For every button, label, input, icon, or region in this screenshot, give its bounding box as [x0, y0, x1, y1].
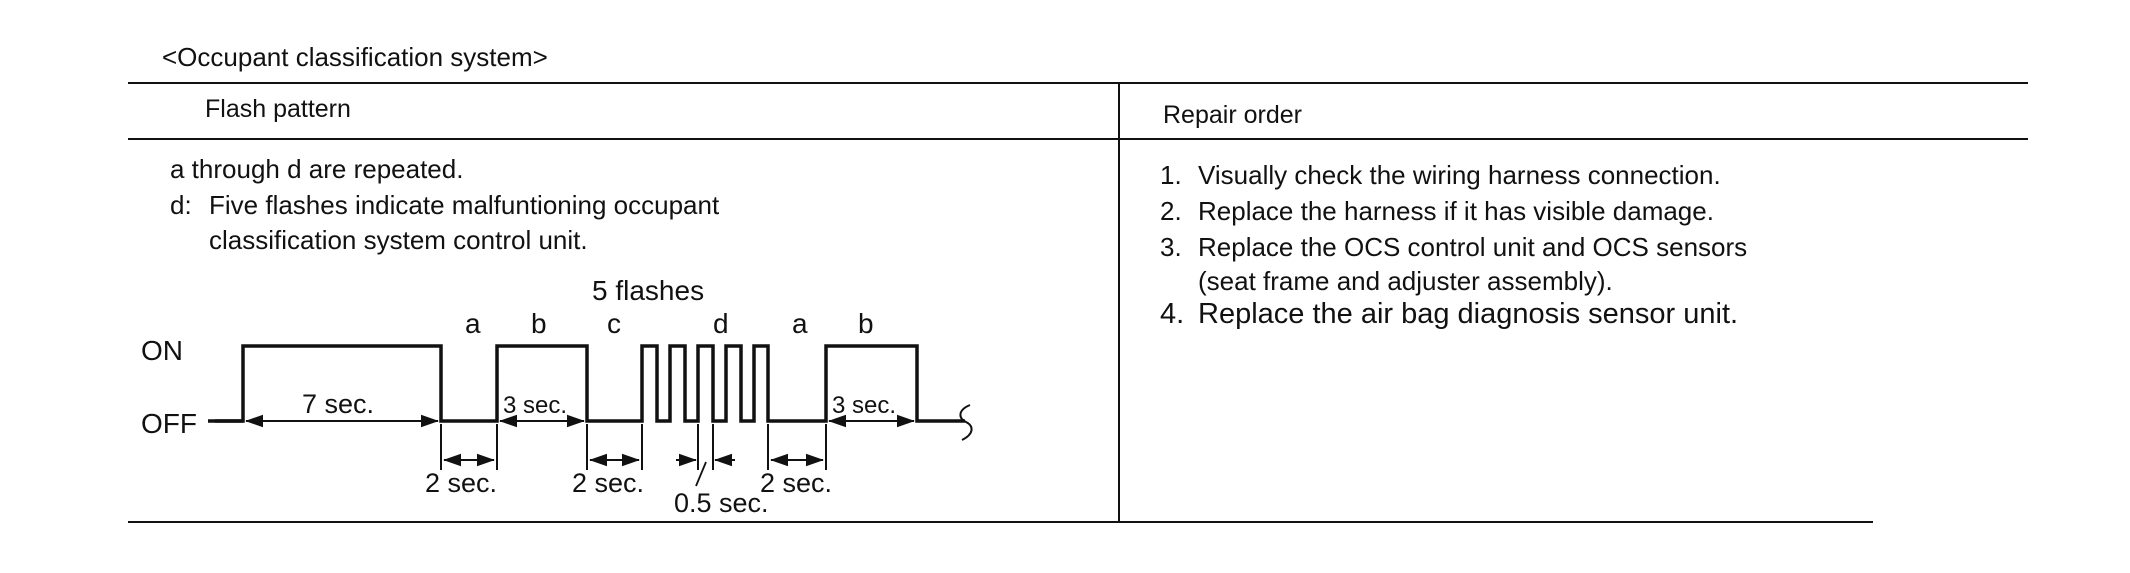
segment-a-label-1: a: [465, 308, 481, 339]
d-note-prefix: d:: [170, 190, 192, 220]
five-flashes-label: 5 flashes: [592, 275, 704, 306]
time-2sec-label-3: 2 sec.: [760, 468, 832, 498]
on-label: ON: [141, 335, 183, 366]
repeat-note: a through d are repeated.: [170, 154, 464, 184]
time-7sec-label: 7 sec.: [302, 389, 374, 419]
repair-step-4-text: Replace the air bag diagnosis sensor uni…: [1198, 298, 1739, 330]
repair-step-1-text: Visually check the wiring harness connec…: [1198, 160, 1721, 190]
time-3sec-label-1: 3 sec.: [503, 392, 567, 419]
waveform-signal: [215, 344, 965, 423]
segment-b-label-1: b: [531, 308, 547, 339]
repair-step-4-num: 4.: [1160, 298, 1185, 330]
repair-step-1-num: 1.: [1160, 160, 1182, 190]
flash-pattern-header: Flash pattern: [205, 95, 351, 123]
table-column-divider: [1118, 82, 1120, 523]
time-2sec-label-2: 2 sec.: [572, 468, 644, 498]
dimension-ticks: [440, 424, 827, 470]
table-header-rule: [128, 138, 2028, 140]
off-label: OFF: [141, 408, 197, 439]
waveform-break-mark: [959, 404, 973, 441]
time-3sec-label-2: 3 sec.: [832, 392, 896, 419]
leader-05sec: [695, 461, 707, 487]
time-05sec-label: 0.5 sec.: [674, 488, 769, 518]
segment-b-label-2: b: [858, 308, 874, 339]
section-caption: <Occupant classification system>: [162, 42, 548, 72]
repair-step-2-text: Replace the harness if it has visible da…: [1198, 196, 1714, 226]
segment-d-label: d: [713, 308, 729, 339]
repair-step-3-text: Replace the OCS control unit and OCS sen…: [1198, 232, 1748, 262]
d-note-line1: Five flashes indicate malfuntioning occu…: [209, 190, 720, 220]
segment-c-label: c: [607, 308, 621, 339]
segment-a-label-2: a: [792, 308, 808, 339]
table-bottom-rule: [128, 521, 1873, 523]
time-2sec-label-1: 2 sec.: [425, 468, 497, 498]
repair-step-3-num: 3.: [1160, 232, 1182, 262]
repair-order-header: Repair order: [1163, 101, 1302, 129]
repair-step-2-num: 2.: [1160, 196, 1182, 226]
d-note-line2: classification system control unit.: [209, 225, 588, 255]
repair-step-3-text-cont: (seat frame and adjuster assembly).: [1198, 266, 1613, 296]
table-top-rule: [128, 82, 2028, 84]
